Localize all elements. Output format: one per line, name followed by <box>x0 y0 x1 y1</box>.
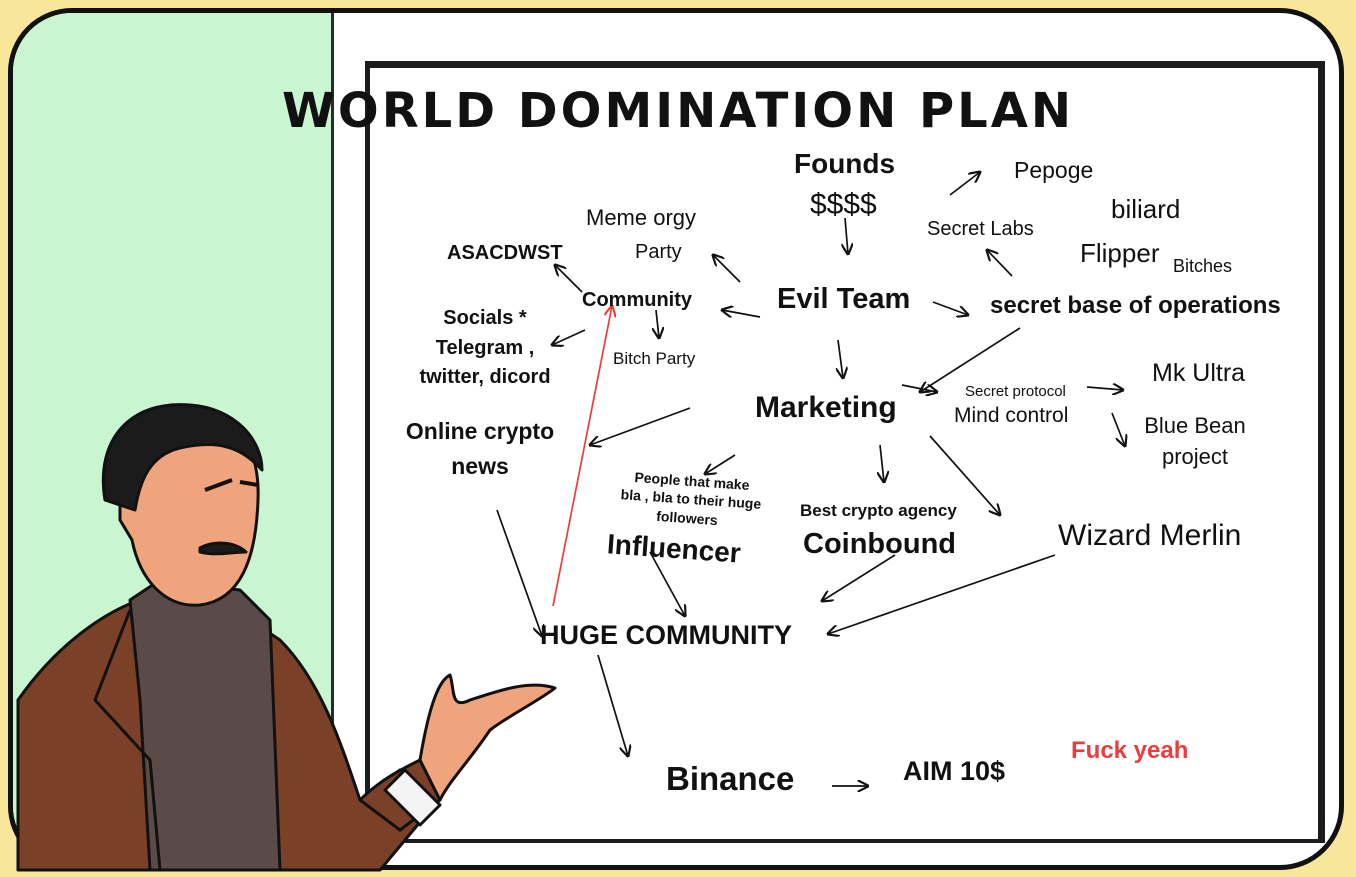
arrow-huge-binance <box>597 654 628 756</box>
arrow-to-pepoge <box>949 172 980 196</box>
node-biliard: biliard <box>1111 194 1181 224</box>
arrow-marketing-news <box>590 407 691 445</box>
node-aim: AIM 10$ <box>903 756 1006 786</box>
node-fuck-yeah: Fuck yeah <box>1071 737 1189 764</box>
node-evil-team: Evil Team <box>777 283 911 315</box>
arrow-protocol-mkultra <box>1086 387 1123 390</box>
arrow-community-asacdwst <box>555 265 583 293</box>
arrow-marketing-coinbound <box>880 444 884 482</box>
arrow-community-socials <box>552 329 586 345</box>
arrow-wizard-huge <box>828 554 1056 634</box>
node-wizard: Wizard Merlin <box>1058 519 1242 552</box>
arrow-marketing-people <box>705 454 736 474</box>
presenter-sweater <box>128 578 282 872</box>
arrow-evilteam-marketing <box>838 339 843 378</box>
node-socials-2: Telegram , <box>435 337 535 359</box>
node-secret-labs: Secret Labs <box>927 218 1034 240</box>
node-founds: Founds <box>794 148 896 179</box>
arrow-base-secretlabs <box>987 250 1013 277</box>
arrow-marketing-protocol <box>901 385 937 392</box>
arrow-evilteam-community <box>722 310 761 318</box>
node-bitches: Bitches <box>1173 256 1233 276</box>
presenter-cuff <box>383 768 442 827</box>
node-money: $$$$ <box>810 188 877 221</box>
node-secret-protocol: Secret protocol <box>965 383 1066 400</box>
node-mind-control: Mind control <box>954 404 1069 427</box>
arrow-community-bitchparty <box>656 309 659 338</box>
diagram-arrows <box>496 172 1125 786</box>
arrow-coinbound-huge <box>822 554 896 601</box>
node-secret-base: secret base of operations <box>990 292 1281 319</box>
node-party: Party <box>635 241 682 263</box>
node-socials-1: Socials * <box>443 307 527 329</box>
node-pepoge: Pepoge <box>1014 157 1094 183</box>
node-blue-bean-1: Blue Bean <box>1144 413 1246 438</box>
presenter-brow-right <box>239 480 259 487</box>
node-coinbound: Coinbound <box>803 528 957 560</box>
arrow-base-marketing <box>920 327 1021 392</box>
presenter-hand <box>418 673 557 802</box>
node-online-news-1: Online crypto <box>405 418 555 444</box>
node-socials-3: twitter, dicord <box>419 366 551 388</box>
arrow-mindcontrol-bluebean <box>1111 412 1125 446</box>
arrow-influencer-huge <box>649 551 685 616</box>
arrow-news-huge <box>496 509 542 636</box>
node-flipper: Flipper <box>1080 238 1160 268</box>
arrow-marketing-wizard <box>929 435 1000 515</box>
node-marketing: Marketing <box>755 391 897 424</box>
arrow-money-evilteam <box>845 217 848 254</box>
presenter-hair <box>101 403 264 512</box>
presenter-illustration <box>16 403 557 872</box>
arrow-evilteam-base <box>932 301 968 315</box>
node-mk-ultra: Mk Ultra <box>1152 359 1246 387</box>
node-asacdwst: ASACDWST <box>447 242 563 264</box>
node-best-agency: Best crypto agency <box>800 501 957 520</box>
node-huge-community: HUGE COMMUNITY <box>540 620 792 650</box>
node-online-news-2: news <box>451 453 509 479</box>
arrow-community-party <box>713 255 741 283</box>
arrow-huge-community-red <box>552 306 612 607</box>
node-blue-bean-2: project <box>1161 444 1229 469</box>
node-bitch-party: Bitch Party <box>613 349 696 368</box>
node-community: Community <box>582 289 692 311</box>
presenter-mustache <box>198 541 248 556</box>
node-meme-orgy: Meme orgy <box>586 205 697 230</box>
node-binance: Binance <box>666 760 795 797</box>
presenter-brow-left <box>204 478 233 492</box>
diagram-title: WORLD DOMINATION PLAN <box>281 83 1075 139</box>
whiteboard <box>365 61 1325 843</box>
presenter-lapel <box>93 609 162 871</box>
